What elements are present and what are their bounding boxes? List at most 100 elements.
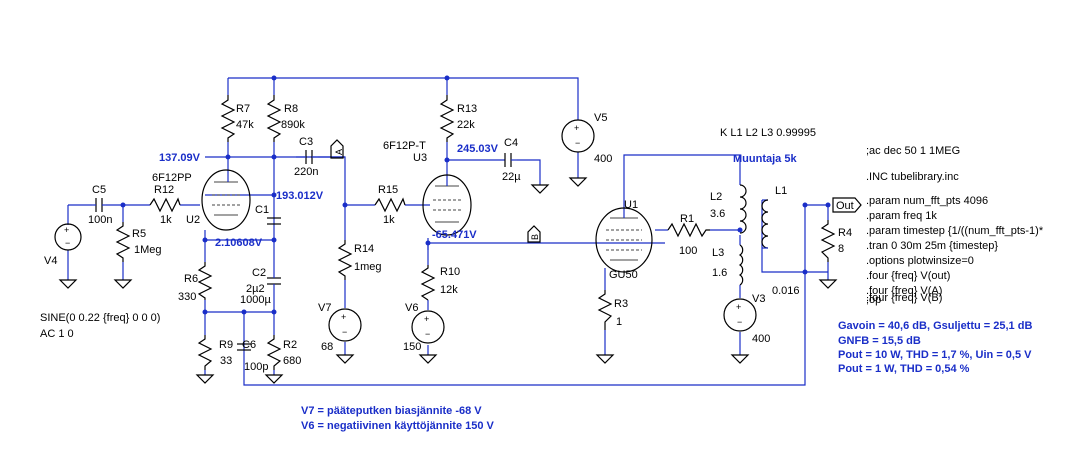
source-spec: SINE(0 0.22 {freq} 0 0 0) AC 1 0 [40, 312, 160, 340]
junctions [120, 75, 831, 315]
capacitor-c4 [504, 153, 517, 167]
value-r13: 22k [457, 119, 475, 131]
inductors [738, 184, 769, 286]
label-u2-model: 6F12PP [152, 172, 192, 184]
label-v7: V7 [318, 302, 331, 314]
label-c1: C1 [255, 204, 269, 216]
tube-u3 [422, 174, 472, 236]
svg-text:−: − [342, 327, 347, 337]
component-labels: R7 47k R8 890k R13 22k C3 220n C4 22µ V5… [44, 103, 852, 373]
notes: V7 = pääteputken biasjännite -68 V V6 = … [301, 405, 495, 432]
result-line: Pout = 10 W, THD = 1,7 %, Uin = 0,5 V [838, 349, 1032, 361]
directive: .param freq 1k [866, 210, 937, 222]
value-c3: 220n [294, 166, 318, 178]
capacitors [92, 150, 517, 351]
resistors [115, 95, 836, 370]
inductor-l3 [738, 244, 744, 286]
value-r2: 680 [283, 355, 301, 367]
directive: .options plotwinsize=0 [866, 255, 974, 267]
label-r15: R15 [378, 184, 398, 196]
source-v7: +− [328, 308, 362, 342]
net-flags: A B Out [330, 139, 862, 243]
capacitor-c2 [267, 262, 281, 300]
svg-text:+: + [64, 225, 69, 235]
value-c6: 100p [244, 361, 268, 373]
label-r9: R9 [219, 339, 233, 351]
directive: .four {freq} V(out) [866, 270, 950, 282]
voltage-v2: 193.012V [276, 190, 324, 202]
label-r4: R4 [838, 227, 852, 239]
directive: .four {freq} V(A) [866, 285, 942, 297]
svg-text:+: + [341, 312, 346, 322]
directive: ;op [866, 294, 881, 306]
resistor-r12 [149, 197, 181, 213]
label-r10: R10 [440, 266, 460, 278]
label-v4: V4 [44, 255, 57, 267]
directive: ;ac dec 50 1 1MEG [866, 145, 960, 157]
label-c4: C4 [504, 137, 518, 149]
inductor-l2 [739, 184, 747, 234]
label-l2: L2 [710, 191, 722, 203]
capacitor-c5 [92, 198, 106, 212]
label-u1-model: GU50 [609, 269, 638, 281]
label-r1: R1 [680, 213, 694, 225]
results: Gavoin = 40,6 dB, Gsuljettu = 25,1 dB GN… [838, 320, 1032, 375]
resistor-r10 [420, 265, 436, 301]
result-line: Pout = 1 W, THD = 0,54 % [838, 363, 970, 375]
voltage-v5: -65.471V [432, 229, 477, 241]
transformer-note: Muuntaja 5k [733, 153, 797, 165]
directive: .INC tubelibrary.inc [866, 171, 959, 183]
tube-u1 [595, 207, 653, 273]
svg-text:+: + [424, 314, 429, 324]
label-u3: U3 [413, 152, 427, 164]
label-c2: C2 [252, 267, 266, 279]
svg-text:−: − [65, 238, 70, 248]
resistor-r2 [266, 335, 282, 370]
resistor-r7 [220, 95, 236, 142]
label-l1: L1 [775, 185, 787, 197]
label-c6: C6 [242, 339, 256, 351]
value-c2: 1000µ [240, 294, 271, 306]
label-c5: C5 [92, 184, 106, 196]
value-r15: 1k [383, 214, 395, 226]
net-label-a: A [334, 149, 344, 155]
directives: ;ac dec 50 1 1MEG .INC tubelibrary.inc .… [866, 145, 1044, 306]
source-spec-line1: SINE(0 0.22 {freq} 0 0 0) [40, 312, 160, 324]
value-r10: 12k [440, 284, 458, 296]
value-r4: 8 [838, 243, 844, 255]
resistor-r5 [115, 222, 131, 262]
note-line: V7 = pääteputken biasjännite -68 V [301, 405, 482, 417]
label-r2: R2 [283, 339, 297, 351]
source-spec-line2: AC 1 0 [40, 328, 74, 340]
label-u3-model: 6F12P-T [383, 140, 426, 152]
label-r3: R3 [614, 298, 628, 310]
net-label-b: B [530, 234, 540, 240]
resistor-r13 [439, 95, 455, 142]
value-l1: 0.016 [772, 285, 800, 297]
svg-text:−: − [737, 317, 742, 327]
value-r8: 890k [281, 119, 305, 131]
directive: .tran 0 30m 25m {timestep} [866, 240, 998, 252]
label-r8: R8 [284, 103, 298, 115]
label-r7: R7 [236, 103, 250, 115]
svg-text:+: + [736, 302, 741, 312]
value-v7: 68 [321, 341, 333, 353]
value-c4: 22µ [502, 171, 521, 183]
voltage-v4: 245.03V [457, 143, 499, 155]
value-v3: 400 [752, 333, 770, 345]
resistor-r6 [197, 262, 213, 300]
resistor-r14 [337, 240, 353, 280]
label-v3: V3 [752, 293, 765, 305]
svg-text:−: − [425, 329, 430, 339]
resistor-r1 [667, 222, 710, 238]
capacitor-c3 [296, 150, 318, 164]
label-l3: L3 [712, 247, 724, 259]
label-r6: R6 [184, 273, 198, 285]
resistor-r3 [597, 290, 613, 330]
voltage-v1: 137.09V [159, 152, 201, 164]
capacitor-c1 [267, 217, 281, 225]
label-c3: C3 [299, 136, 313, 148]
value-l2: 3.6 [710, 208, 725, 220]
net-label-out: Out [836, 200, 854, 212]
